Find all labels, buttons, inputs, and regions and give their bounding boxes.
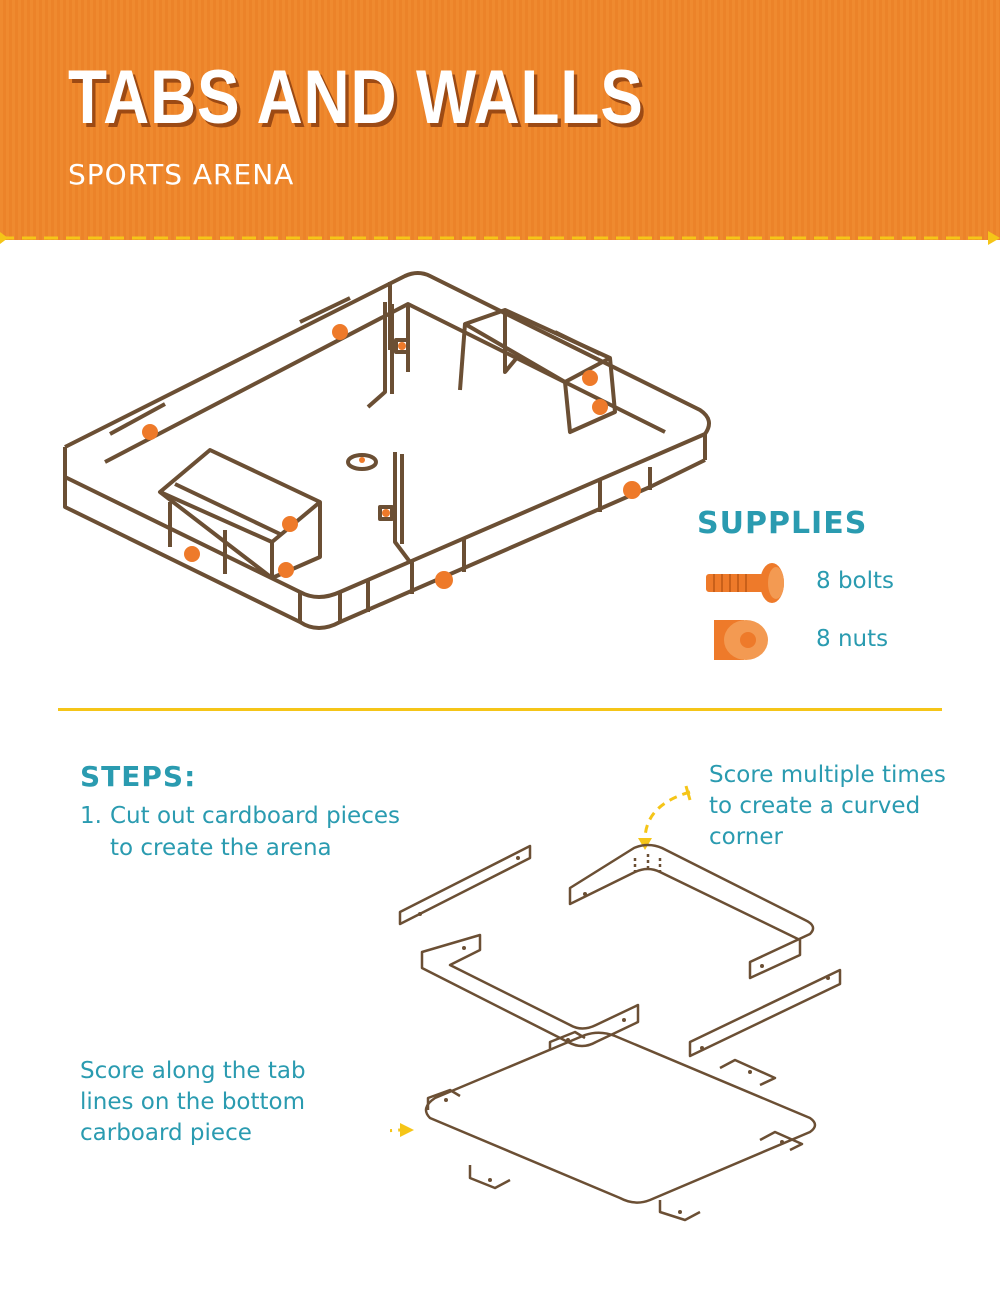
nut-icon	[714, 620, 768, 660]
pieces-diagram	[390, 785, 842, 1222]
step-number: 1.	[80, 803, 102, 829]
arena-illustration	[63, 271, 711, 630]
steps-heading: STEPS:	[80, 760, 197, 793]
supply-label-nuts: 8 nuts	[816, 626, 889, 652]
supply-item-nuts: 8 nuts	[700, 618, 960, 668]
supply-item-bolts: 8 bolts	[700, 560, 960, 610]
page-subtitle: SPORTS ARENA	[68, 158, 295, 191]
page-title: TABS AND WALLS	[68, 55, 644, 140]
note-curved-corner: Score multiple times to create a curved …	[709, 762, 946, 850]
step-text: Cut out cardboard pieces to create the a…	[110, 803, 400, 861]
supply-label-bolts: 8 bolts	[816, 568, 895, 594]
step-item: 1. Cut out cardboard pieces to create th…	[80, 800, 400, 864]
header-dashed-rule	[0, 231, 1000, 245]
note-tab-lines: Score along the tab lines on the bottom …	[80, 1058, 306, 1146]
bolt-icon	[706, 563, 784, 603]
header-banner: TABS AND WALLS SPORTS ARENA	[0, 0, 1000, 240]
section-divider	[58, 708, 942, 711]
supplies-heading: SUPPLIES	[697, 506, 868, 541]
